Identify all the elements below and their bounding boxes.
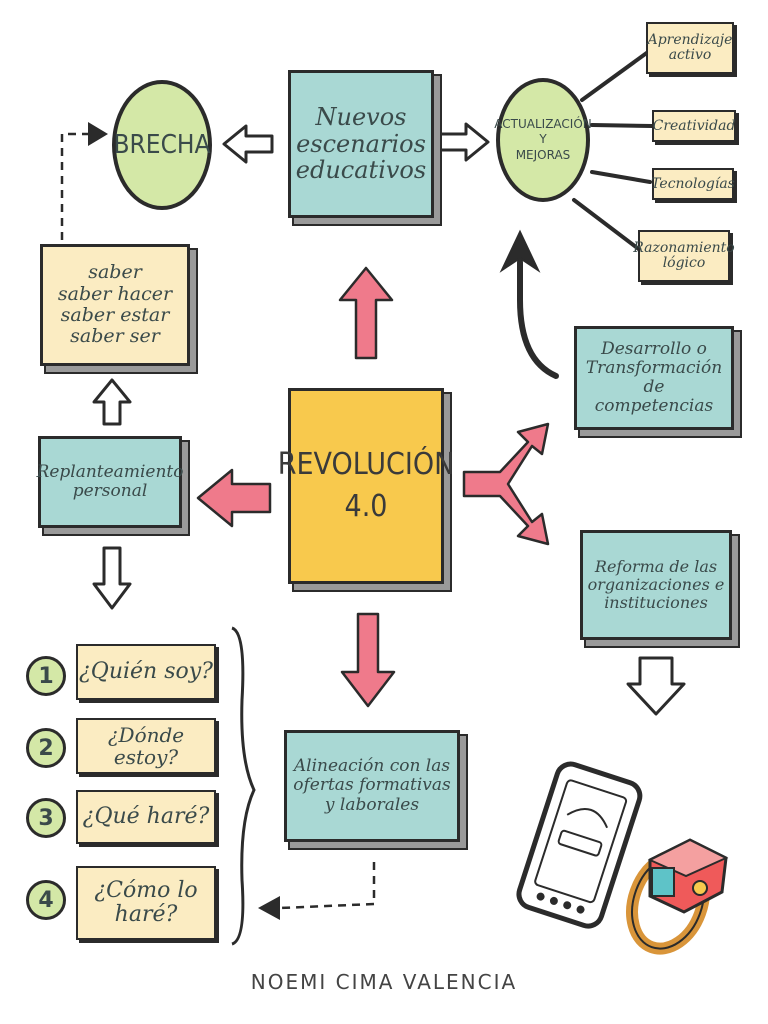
reforma-node: Reforma de las organizaciones e instituc…	[580, 530, 732, 640]
arrow-from-reforma	[626, 656, 686, 716]
question-box-2: ¿Dónde estoy?	[76, 718, 216, 774]
pink-arrow-up	[338, 266, 394, 360]
replanteamiento-node: Replanteamiento personal	[36, 436, 184, 528]
curved-arrow-to-actualizacion	[517, 259, 559, 379]
arrow-to-saberes	[92, 378, 132, 426]
arrow-to-actualizacion	[438, 122, 490, 162]
arrow-to-brecha	[222, 124, 274, 164]
actualizacion-node: ACTUALIZACIÓN Y MEJORAS	[494, 78, 592, 202]
pink-arrow-down	[340, 612, 396, 708]
desarrollo-label: Desarrollo o Transformación de competenc…	[585, 338, 723, 417]
curved-arrowhead	[499, 229, 541, 273]
pink-arrow-fork	[462, 422, 550, 546]
question-box-3: ¿Qué haré?	[76, 790, 216, 844]
dashed-connector-alineacion	[279, 862, 376, 910]
question-number-2: 2	[26, 728, 66, 768]
replanteamiento-label: Replanteamiento personal	[36, 461, 184, 501]
dashed-arrowhead-alineacion	[258, 896, 280, 920]
arrow-to-questions	[92, 546, 132, 610]
connector-aprendizaje	[580, 50, 650, 102]
pink-arrow-left	[196, 468, 272, 528]
connector-tecnologias	[590, 170, 652, 184]
question-box-4: ¿Cómo lo haré?	[76, 866, 216, 940]
tag-razonamiento-logico: Razonamiento lógico	[633, 230, 735, 282]
dashed-arrowhead-brecha	[88, 122, 108, 146]
revolucion-central-node: REVOLUCIÓN 4.0	[278, 388, 454, 584]
author-credit: NOEMI CIMA VALENCIA	[250, 970, 518, 994]
questions-bracket	[231, 626, 256, 946]
revolucion-title: REVOLUCIÓN 4.0	[277, 447, 455, 524]
alineacion-node: Alineación con las ofertas formativas y …	[284, 730, 460, 842]
question-number-4: 4	[26, 880, 66, 920]
question-number-1: 1	[26, 656, 66, 696]
dashed-connector-brecha	[60, 132, 88, 240]
actualizacion-label: ACTUALIZACIÓN Y MEJORAS	[494, 116, 592, 162]
tag-creatividad: Creatividad	[652, 110, 736, 142]
brecha-label: BRECHA	[113, 130, 211, 160]
question-number-3: 3	[26, 798, 66, 838]
reforma-label: Reforma de las organizaciones e instituc…	[587, 557, 725, 612]
smartphone-icon	[516, 761, 643, 929]
desarrollo-node: Desarrollo o Transformación de competenc…	[574, 326, 734, 430]
question-box-1: ¿Quién soy?	[76, 644, 216, 700]
smart-ring-icon	[626, 838, 729, 955]
brecha-node: BRECHA	[112, 80, 212, 210]
connector-razonamiento	[572, 198, 642, 252]
saberes-node: saber saber hacer saber estar saber ser	[40, 244, 190, 366]
saberes-label: saber saber hacer saber estar saber ser	[57, 261, 173, 348]
tag-aprendizaje-activo: Aprendizaje activo	[646, 22, 734, 74]
tag-tecnologias: Tecnologías	[651, 168, 735, 200]
alineacion-label: Alineación con las ofertas formativas y …	[293, 756, 451, 815]
nuevos-escenarios-node: Nuevos escenarios educativos	[288, 70, 434, 218]
connector-creatividad	[590, 123, 654, 128]
nuevos-escenarios-label: Nuevos escenarios educativos	[295, 102, 427, 185]
